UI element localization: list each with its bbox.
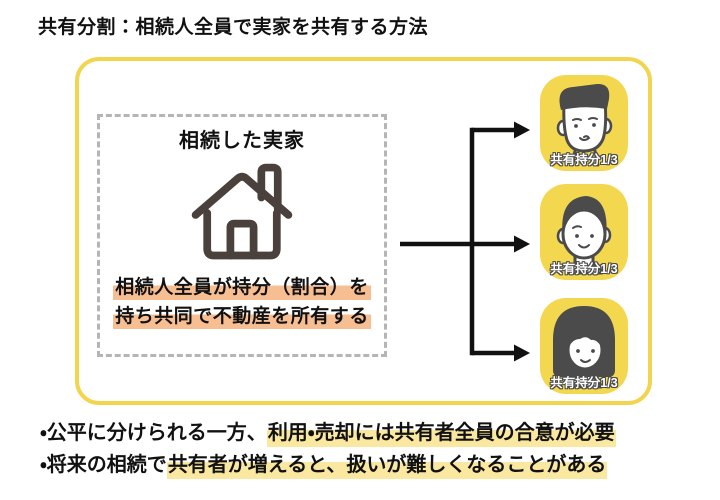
inherited-home-label: 相続した実家 [179,130,305,152]
heir-card-2: 共有持分1/3 [540,184,628,280]
girl-avatar-icon [553,306,615,389]
woman-avatar-icon [556,196,612,275]
share-badge: 共有持分1/3 [550,153,618,167]
house-icon [184,155,300,271]
share-badge: 共有持分1/3 [550,262,618,276]
caption-line-1: 相続人全員が持分（割合）を [113,277,371,300]
note-1-prefix: ・公平に分けられる一方、 [40,422,267,444]
heir-card-1: 共有持分1/3 [540,75,628,171]
note-1-highlight: 利用・売却には共有者全員の合意が必要 [266,422,616,447]
caption-line-2: 持ち共同で不動産を所有する [113,306,371,329]
heir-card-3: 共有持分1/3 [540,298,628,394]
page-title: 共有分割：相続人全員で実家を共有する方法 [38,17,429,38]
note-2-highlight: 共有者が増えると、扱いが難しくなることがある [166,454,608,479]
branch-arrows-icon [393,110,538,370]
note-line-2: ・将来の相続で共有者が増えると、扱いが難しくなることがある [40,449,700,481]
notes-section: ・公平に分けられる一方、利用・売却には共有者全員の合意が必要 ・将来の相続で共有… [40,417,700,481]
ownership-caption: 相続人全員が持分（割合）を 持ち共同で不動産を所有する [113,273,371,331]
share-badge: 共有持分1/3 [550,376,618,390]
inherited-home-box: 相続した実家 相続人全員が持分（割合）を 持ち共同で不動産を所有する [97,114,387,357]
man-avatar-icon [556,83,613,167]
note-line-1: ・公平に分けられる一方、利用・売却には共有者全員の合意が必要 [40,417,700,449]
note-2-prefix: ・将来の相続で [40,454,167,476]
